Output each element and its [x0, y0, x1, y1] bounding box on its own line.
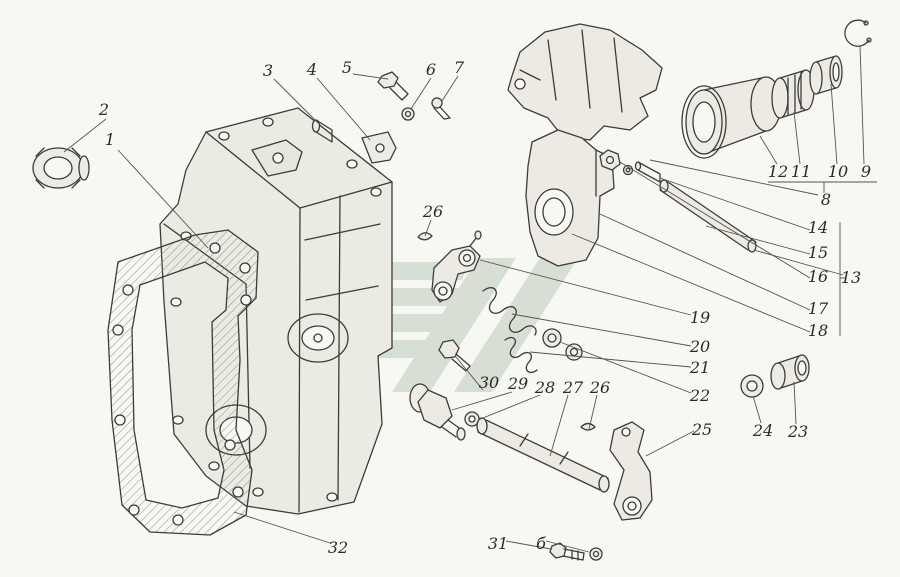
callout-12: 12 — [767, 162, 789, 181]
callout-21: 21 — [689, 358, 711, 377]
callout-30: 30 — [478, 373, 500, 392]
part-lock-plate — [361, 131, 397, 164]
part-bolt-upper — [377, 71, 409, 101]
part-lever — [609, 421, 653, 521]
callout-19: 19 — [689, 308, 711, 327]
part-rocker-arm — [431, 230, 482, 303]
part-housing-cover — [159, 107, 393, 515]
part-spring-small — [504, 336, 538, 374]
part-washer-bottom — [589, 547, 603, 561]
callout-6: 6 — [425, 60, 437, 79]
part-spring-large — [482, 287, 537, 336]
part-key-upper — [417, 232, 433, 241]
callout-2: 2 — [98, 100, 110, 119]
part-plug — [32, 147, 90, 189]
callout-4: 4 — [306, 60, 318, 79]
callout-28: 28 — [534, 378, 556, 397]
part-screw-upper — [431, 97, 451, 120]
callout-8: 8 — [820, 190, 832, 209]
part-rod — [476, 417, 610, 493]
part-bushing — [770, 354, 810, 390]
callout-18: 18 — [807, 321, 829, 340]
part-bolt-lower — [438, 339, 471, 372]
part-nut — [599, 149, 621, 171]
callout-20: 20 — [689, 337, 711, 356]
callout-11: 11 — [790, 162, 812, 181]
callout-17: 17 — [807, 299, 829, 318]
callout-9: 9 — [860, 162, 872, 181]
callout-3: 3 — [262, 61, 274, 80]
callout-32: 32 — [327, 538, 349, 557]
callout-5: 5 — [341, 58, 353, 77]
callout-31: 31 — [487, 534, 509, 553]
callout-26b: 26 — [589, 378, 611, 397]
part-cap — [809, 55, 843, 95]
callout-22: 22 — [689, 386, 711, 405]
part-gasket — [107, 229, 259, 536]
leader-lines — [63, 45, 877, 553]
callout-7: 7 — [453, 58, 465, 77]
part-snap-ring — [844, 19, 872, 47]
callout-29: 29 — [507, 374, 529, 393]
part-key-lower — [580, 422, 596, 431]
callout-b: б — [536, 534, 546, 553]
callout-25: 25 — [691, 420, 713, 439]
callout-16: 16 — [807, 267, 829, 286]
callout-10: 10 — [827, 162, 849, 181]
part-fitting — [409, 383, 466, 441]
callout-1: 1 — [104, 130, 116, 149]
part-washer-pair — [542, 328, 583, 361]
part-bolt-bottom — [549, 542, 585, 561]
part-lever-holder — [525, 129, 615, 267]
callout-14: 14 — [807, 218, 829, 237]
callout-13: 13 — [840, 268, 862, 287]
callout-27: 27 — [562, 378, 584, 397]
callout-26a: 26 — [422, 202, 444, 221]
part-fork-bracket — [507, 23, 663, 141]
part-roller-bearing — [771, 69, 815, 119]
callout-24: 24 — [752, 421, 774, 440]
part-washer-right — [740, 374, 764, 398]
callout-23: 23 — [787, 422, 809, 441]
part-washer-upper — [401, 107, 415, 121]
callout-15: 15 — [807, 243, 829, 262]
